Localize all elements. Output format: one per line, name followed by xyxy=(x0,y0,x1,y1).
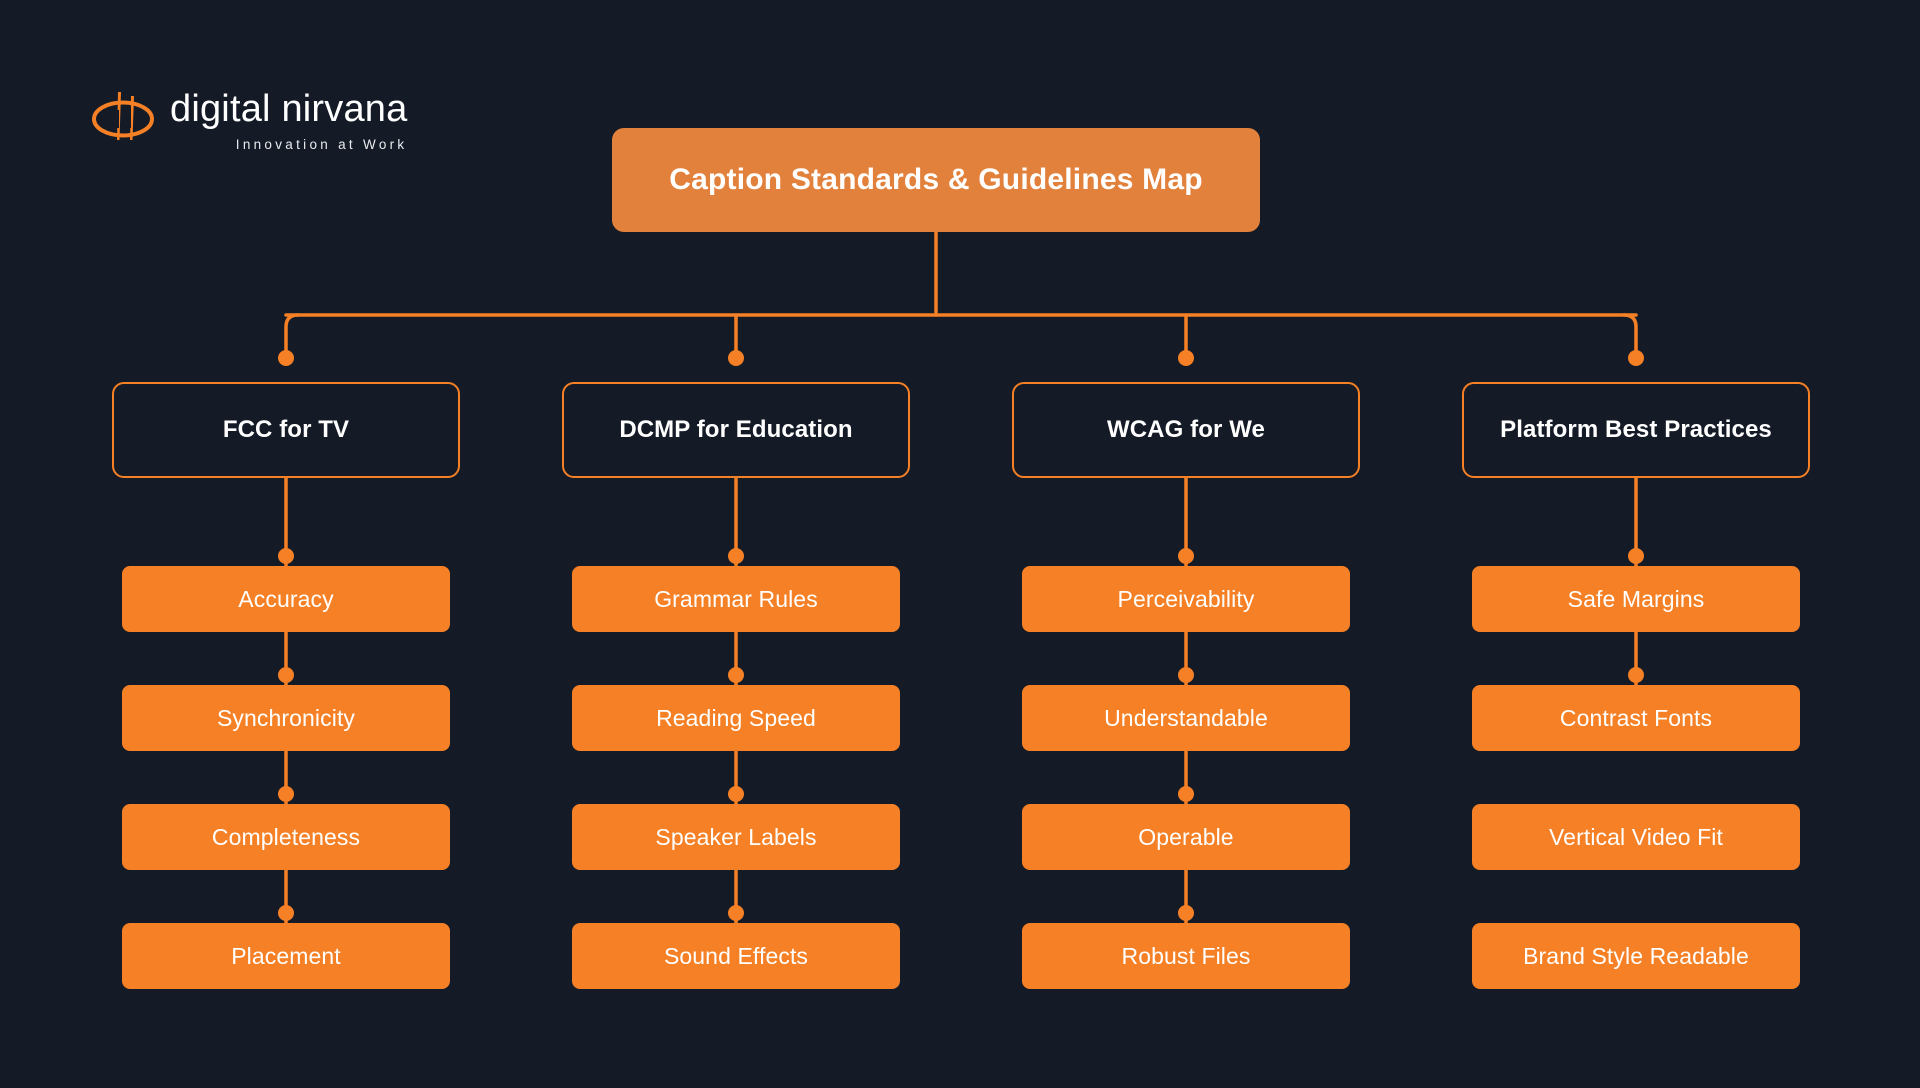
leaf-node[interactable]: Contrast Fonts xyxy=(1472,685,1800,751)
root-node-label: Caption Standards & Guidelines Map xyxy=(669,163,1203,196)
leaf-node[interactable]: Vertical Video Fit xyxy=(1472,804,1800,870)
leaf-node[interactable]: Completeness xyxy=(122,804,450,870)
leaf-node-label: Sound Effects xyxy=(663,942,809,969)
leaf-node[interactable]: Brand Style Readable xyxy=(1472,923,1800,989)
leaf-node-label: Reading Speed xyxy=(656,704,816,731)
leaf-node-label: Vertical Video Fit xyxy=(1549,823,1723,850)
leaf-node[interactable]: Sound Effects xyxy=(572,923,900,989)
leaf-node[interactable]: Safe Margins xyxy=(1472,566,1800,632)
leaf-node-label: Brand Style Readable xyxy=(1523,942,1749,969)
leaf-node-label: Placement xyxy=(231,942,341,969)
leaf-node[interactable]: Speaker Labels xyxy=(572,804,900,870)
leaf-node-label: Safe Margins xyxy=(1567,585,1705,612)
leaf-node-label: Synchronicity xyxy=(216,704,356,731)
category-node-platform[interactable]: Platform Best Practices xyxy=(1462,382,1810,478)
category-node-label: Platform Best Practices xyxy=(1500,416,1772,443)
brand-wordmark: digital nirvana xyxy=(170,88,408,130)
root-node[interactable]: Caption Standards & Guidelines Map xyxy=(612,128,1260,232)
category-node-dcmp[interactable]: DCMP for Education xyxy=(562,382,910,478)
leaf-node[interactable]: Placement xyxy=(122,923,450,989)
digital-nirvana-dn-monogram-icon xyxy=(92,92,154,140)
leaf-node[interactable]: Operable xyxy=(1022,804,1350,870)
leaf-node-label: Grammar Rules xyxy=(654,585,818,612)
leaf-node-label: Robust Files xyxy=(1121,942,1251,969)
leaf-node[interactable]: Grammar Rules xyxy=(572,566,900,632)
brand-tagline: Innovation at Work xyxy=(235,136,408,152)
leaf-node[interactable]: Accuracy xyxy=(122,566,450,632)
leaf-node-label: Accuracy xyxy=(238,585,334,612)
leaf-node-label: Completeness xyxy=(211,823,361,850)
category-node-fcc[interactable]: FCC for TV xyxy=(112,382,460,478)
category-node-label: DCMP for Education xyxy=(619,416,853,443)
category-node-label: WCAG for We xyxy=(1107,416,1265,443)
leaf-node-label: Operable xyxy=(1138,823,1234,850)
brand-text: digital nirvana Innovation at Work xyxy=(170,86,407,152)
category-node-label: FCC for TV xyxy=(222,416,350,443)
leaf-node[interactable]: Robust Files xyxy=(1022,923,1350,989)
category-node-wcag[interactable]: WCAG for We xyxy=(1012,382,1360,478)
brand-logo: digital nirvana Innovation at Work xyxy=(92,86,407,152)
leaf-node-label: Speaker Labels xyxy=(655,823,817,850)
leaf-node-label: Contrast Fonts xyxy=(1559,704,1713,731)
leaf-node[interactable]: Reading Speed xyxy=(572,685,900,751)
leaf-node-label: Understandable xyxy=(1104,704,1268,731)
leaf-node[interactable]: Understandable xyxy=(1022,685,1350,751)
leaf-node-label: Perceivability xyxy=(1117,585,1255,612)
leaf-node[interactable]: Synchronicity xyxy=(122,685,450,751)
leaf-node[interactable]: Perceivability xyxy=(1022,566,1350,632)
